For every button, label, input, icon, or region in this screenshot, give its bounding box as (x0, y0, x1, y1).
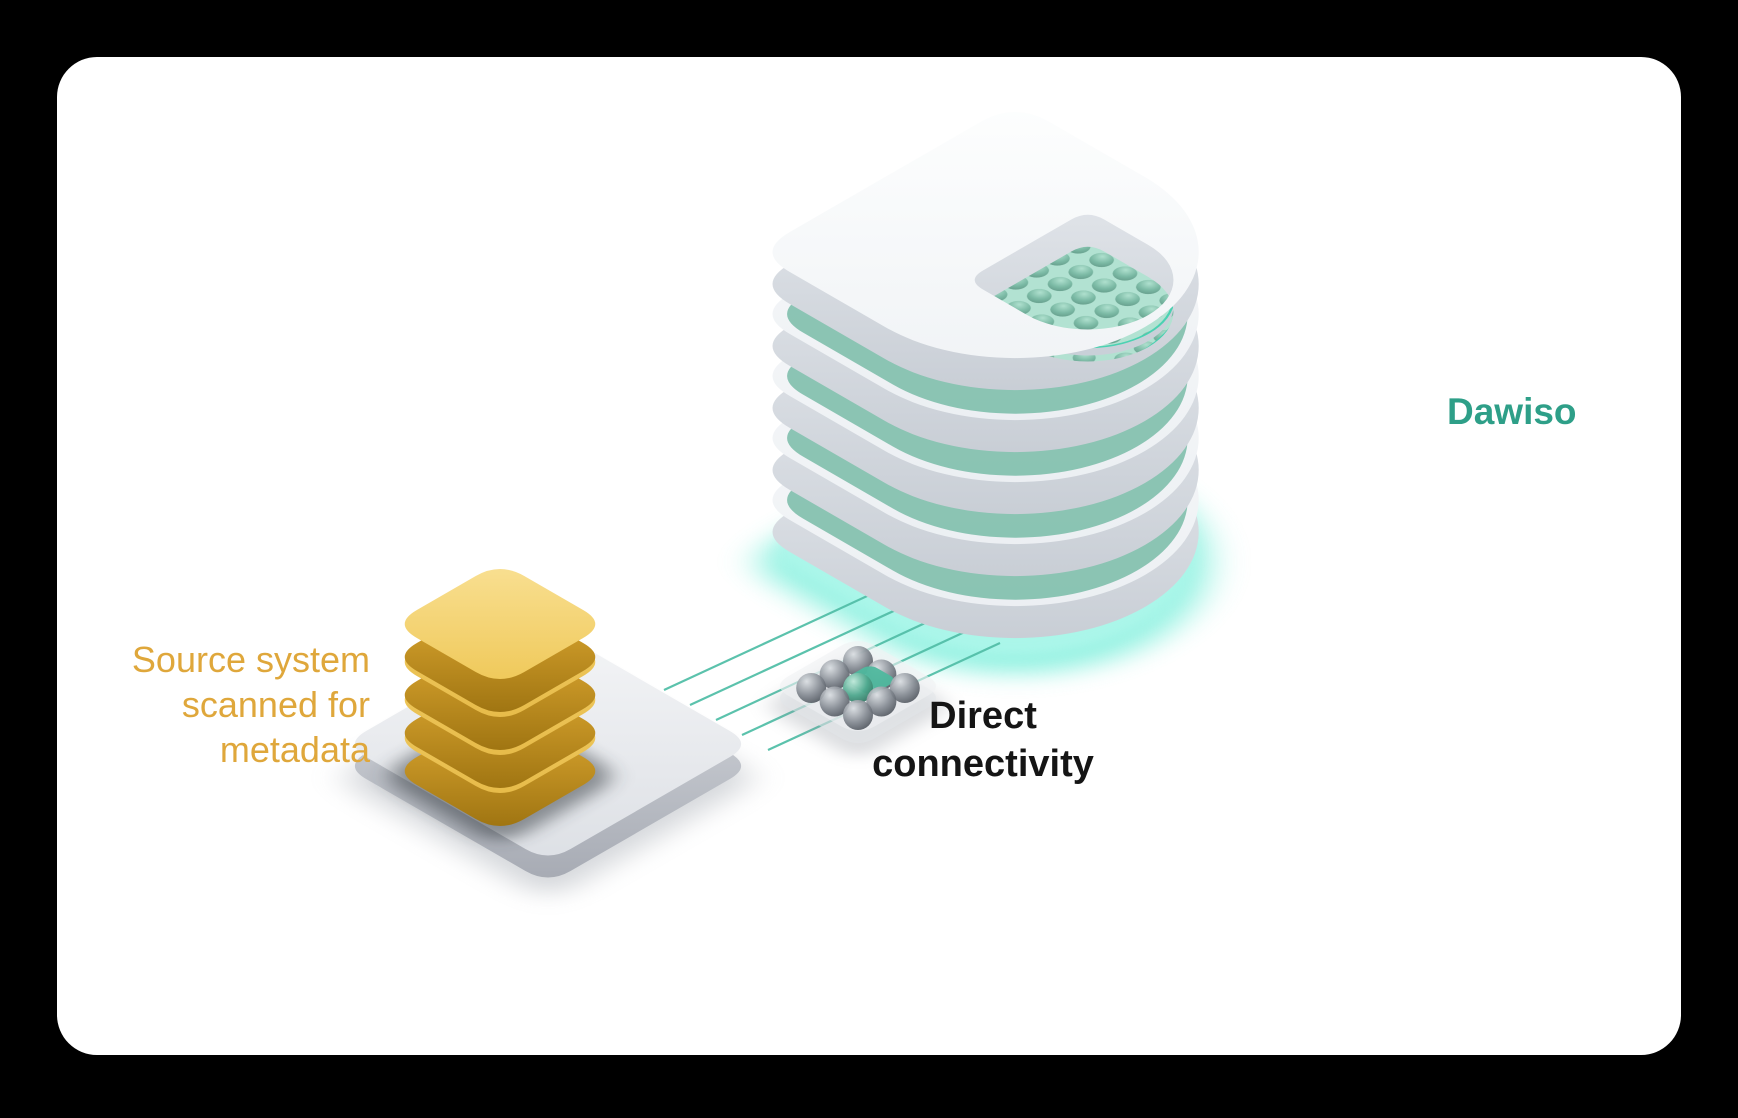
direct-connectivity-label: Direct connectivity (872, 695, 1094, 785)
sphere-cluster-connector-icon (761, 636, 955, 762)
dawiso-label: Dawiso (1447, 391, 1577, 432)
source-system-label: Source system scanned for metadata (131, 639, 370, 770)
